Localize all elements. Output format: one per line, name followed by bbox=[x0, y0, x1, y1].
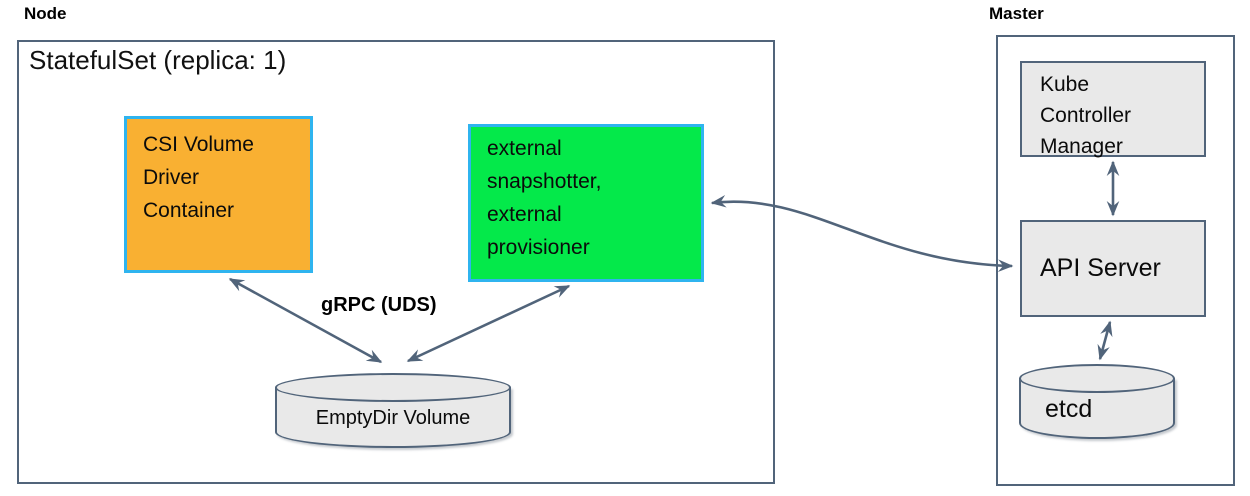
cylinder-top-ellipse bbox=[1019, 364, 1175, 393]
statefulset-title: StatefulSet (replica: 1) bbox=[29, 45, 287, 75]
kube-controller-manager-box: Kube Controller Manager bbox=[1020, 61, 1206, 158]
emptydir-volume-cylinder: EmptyDir Volume bbox=[275, 373, 511, 448]
grpc-uds-label: gRPC (UDS) bbox=[321, 294, 437, 316]
etcd-label: etcd bbox=[1045, 395, 1093, 423]
cylinder-top-ellipse bbox=[275, 373, 511, 402]
external-snapshotter-provisioner-box: external snapshotter, external provision… bbox=[468, 124, 704, 282]
csi-volume-driver-container-box: CSI Volume Driver Container bbox=[124, 116, 313, 273]
node-region-label: Node bbox=[24, 4, 67, 23]
api-server-box: API Server bbox=[1020, 220, 1206, 317]
etcd-cylinder: etcd bbox=[1019, 364, 1175, 439]
master-region-label: Master bbox=[989, 4, 1044, 23]
emptydir-volume-label: EmptyDir Volume bbox=[315, 407, 471, 429]
